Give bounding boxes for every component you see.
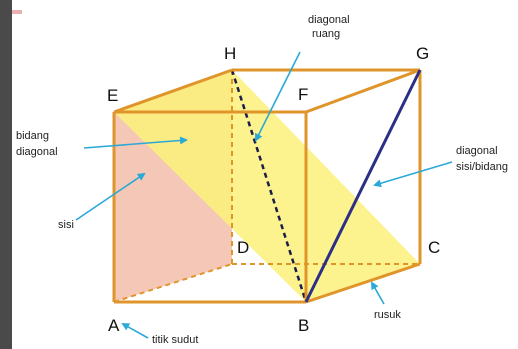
label-sisi: sisi (58, 219, 74, 231)
label-bidang-diagonal-line2: diagonal (16, 146, 58, 158)
arrow-sisi (75, 172, 146, 221)
label-titik-sudut: titik sudut (152, 334, 198, 346)
arrow-diagonal-sisi (373, 161, 453, 188)
face-diagonal-bg (304, 69, 422, 303)
corner-mark (12, 10, 22, 14)
vertex-label-f: F (298, 85, 308, 104)
arrow-rusuk (371, 281, 385, 305)
hidden-edge-ad (113, 263, 233, 303)
visible-edges (112, 68, 422, 304)
arrow-titik-sudut (121, 323, 149, 339)
vertex-label-d: D (237, 238, 249, 257)
vertex-label-g: G (416, 44, 429, 63)
arrow-bidang-diagonal (83, 136, 188, 149)
label-diagonal-sisi-line2: sisi/bidang (456, 161, 508, 173)
left-edge-strip (0, 0, 12, 349)
label-bidang-diagonal-line1: bidang (16, 130, 49, 142)
annotation-arrows (75, 51, 453, 339)
edge-bc (305, 262, 421, 304)
vertex-label-b: B (298, 316, 309, 335)
label-diagonal-sisi-line1: diagonal (456, 145, 498, 157)
vertex-label-e: E (107, 86, 118, 105)
edge-fg (305, 68, 421, 114)
vertex-label-h: H (224, 44, 236, 63)
edge-he (113, 68, 233, 114)
vertex-label-c: C (428, 238, 440, 257)
label-diagonal-ruang-line1: diagonal (308, 14, 350, 26)
space-diagonal-hb (230, 69, 308, 303)
arrow-diagonal-ruang (255, 51, 301, 142)
label-diagonal-ruang-line2: ruang (312, 28, 340, 40)
diagonal-plane (114, 70, 420, 302)
vertex-label-a: A (108, 316, 120, 335)
label-rusuk: rusuk (374, 309, 401, 321)
